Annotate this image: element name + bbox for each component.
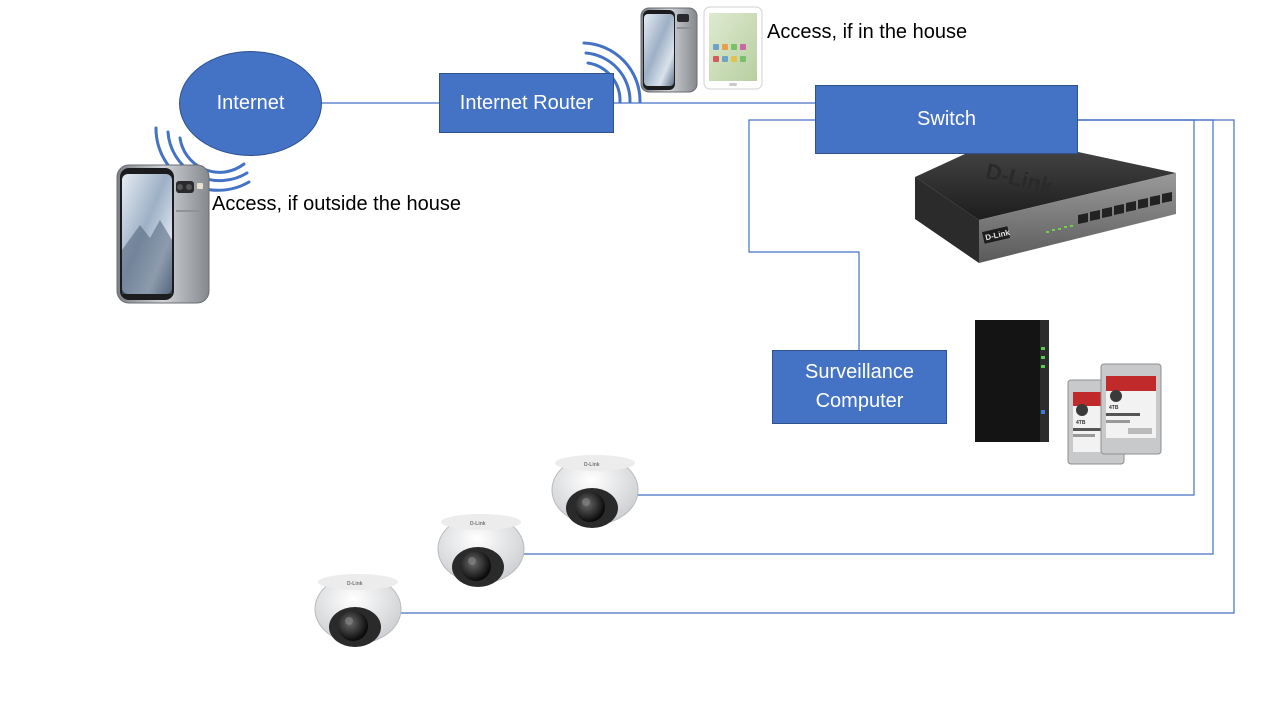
network-switch-icon — [915, 136, 1176, 263]
surveillance-label-line2: Computer — [815, 390, 904, 412]
internet-node: Internet — [179, 51, 322, 156]
link-switch-camera-3 — [400, 119, 1235, 614]
switch-node: Switch — [815, 85, 1078, 154]
nas-icon — [975, 320, 1049, 442]
svg-text:D-Link: D-Link — [584, 462, 600, 468]
svg-text:4TB: 4TB — [1076, 420, 1086, 426]
smartphone-icon — [116, 164, 210, 304]
outside-access-caption: Access, if outside the house — [212, 193, 462, 215]
inside-access-caption: Access, if in the house — [767, 21, 968, 43]
svg-text:D-Link: D-Link — [470, 521, 486, 527]
surveillance-computer-node: Surveillance Computer — [772, 350, 947, 424]
router-node: Internet Router — [439, 73, 614, 133]
dome-camera-icon — [551, 455, 639, 528]
internet-label: Internet — [216, 92, 285, 114]
hard-drive-icon — [1100, 363, 1162, 455]
dome-camera-icon — [314, 574, 402, 647]
router-label: Internet Router — [459, 91, 594, 114]
surveillance-label-line1: Surveillance — [805, 361, 914, 383]
svg-text:D-Link: D-Link — [347, 581, 363, 587]
link-switch-surveillance — [748, 119, 860, 350]
network-links — [321, 102, 1235, 614]
dome-camera-icon — [437, 514, 525, 587]
svg-text:4TB: 4TB — [1109, 405, 1119, 411]
switch-label: Switch — [917, 108, 976, 130]
tablet-icon — [703, 6, 763, 90]
smartphone-icon — [640, 7, 698, 93]
